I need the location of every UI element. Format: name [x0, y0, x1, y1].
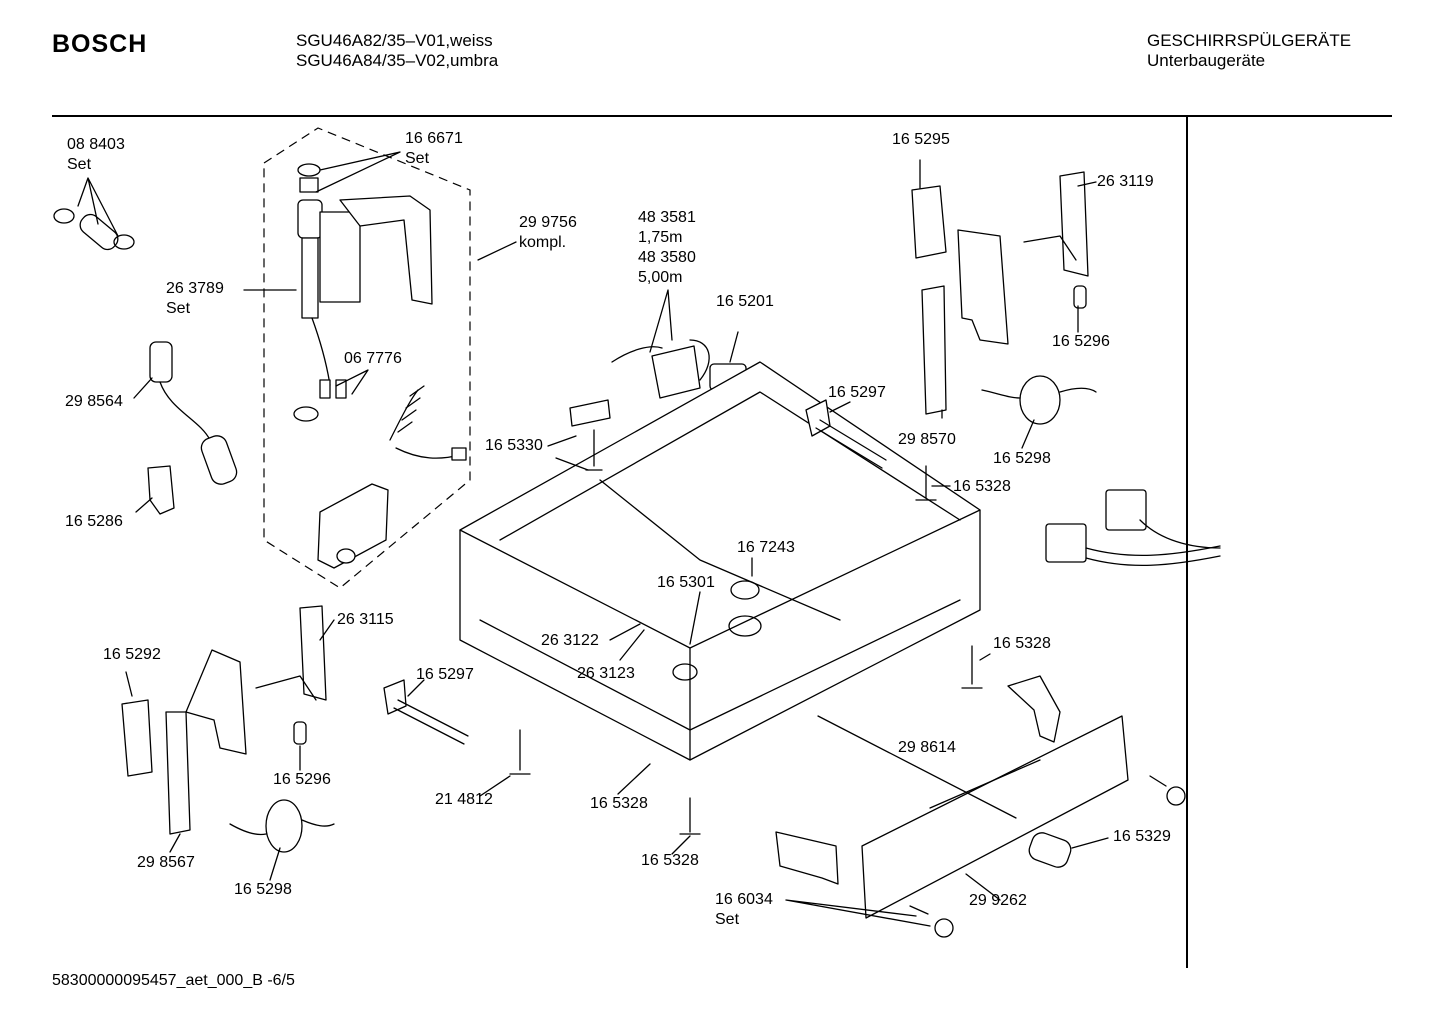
part-label: 29 8570: [898, 431, 956, 448]
valve-assembly: [293, 163, 467, 569]
part-label: 29 9262: [969, 892, 1027, 909]
part-label: 16 5298: [234, 881, 292, 898]
model-line: SGU46A82/35–V01,weiss: [296, 31, 493, 50]
part-label: 16 5296: [1052, 333, 1110, 350]
part-label: 16 5297: [416, 666, 474, 683]
part-label: 26 3123: [577, 665, 635, 682]
part-label: 16 5295: [892, 131, 950, 148]
part-label: 16 5328: [641, 852, 699, 869]
document-id: 58300000095457_aet_000_B -6/5: [52, 972, 295, 989]
part-label: 26 3119: [1097, 173, 1154, 190]
spring-parts: [383, 399, 887, 745]
part-label: 06 7776: [344, 350, 402, 367]
hose-clamp-set: [53, 208, 135, 251]
cable-connector: [611, 339, 747, 399]
part-label: 16 5301: [657, 574, 715, 591]
part-label: 16 5201: [716, 293, 774, 310]
part-label: 29 8567: [137, 854, 195, 871]
part-label: 16 5328: [993, 635, 1051, 652]
header-divider: [52, 115, 1392, 117]
part-label: 16 5328: [953, 478, 1011, 495]
hose-part: [147, 341, 238, 515]
assembly-group-outline: [263, 127, 471, 589]
part-label: 16 5286: [65, 513, 123, 530]
part-label: 26 3115: [337, 611, 394, 628]
part-label: 16 5298: [993, 450, 1051, 467]
category-line: GESCHIRRSPÜLGERÄTE: [1147, 31, 1352, 50]
leader-lines: [77, 151, 1109, 927]
part-label: 16 7243: [737, 539, 795, 556]
part-label: 29 8564: [65, 393, 123, 410]
part-label: 21 4812: [435, 791, 493, 808]
side-divider: [1186, 116, 1188, 968]
brand-logo: BOSCH: [52, 30, 148, 58]
appliance-category: GESCHIRRSPÜLGERÄTE Unterbaugeräte: [1147, 31, 1351, 71]
part-label: 16 5329: [1113, 828, 1171, 845]
part-label: 16 5292: [103, 646, 161, 663]
part-label: 16 5330: [485, 437, 543, 454]
screw-icons: [509, 429, 983, 835]
front-panel: [775, 675, 1186, 938]
model-numbers: SGU46A82/35–V01,weiss SGU46A84/35–V02,um…: [296, 31, 498, 71]
base-frame: [459, 361, 981, 761]
category-line: Unterbaugeräte: [1147, 51, 1266, 70]
part-label: 26 3122: [541, 632, 599, 649]
bracket-parts-left: [121, 605, 335, 853]
part-label: 29 8614: [898, 739, 956, 756]
part-label: 16 5328: [590, 795, 648, 812]
part-label: 16 5297: [828, 384, 886, 401]
wiring-harness: [1045, 489, 1221, 567]
model-line: SGU46A84/35–V02,umbra: [296, 51, 499, 70]
part-label: 16 5296: [273, 771, 331, 788]
bracket-parts-right: [911, 171, 1097, 425]
